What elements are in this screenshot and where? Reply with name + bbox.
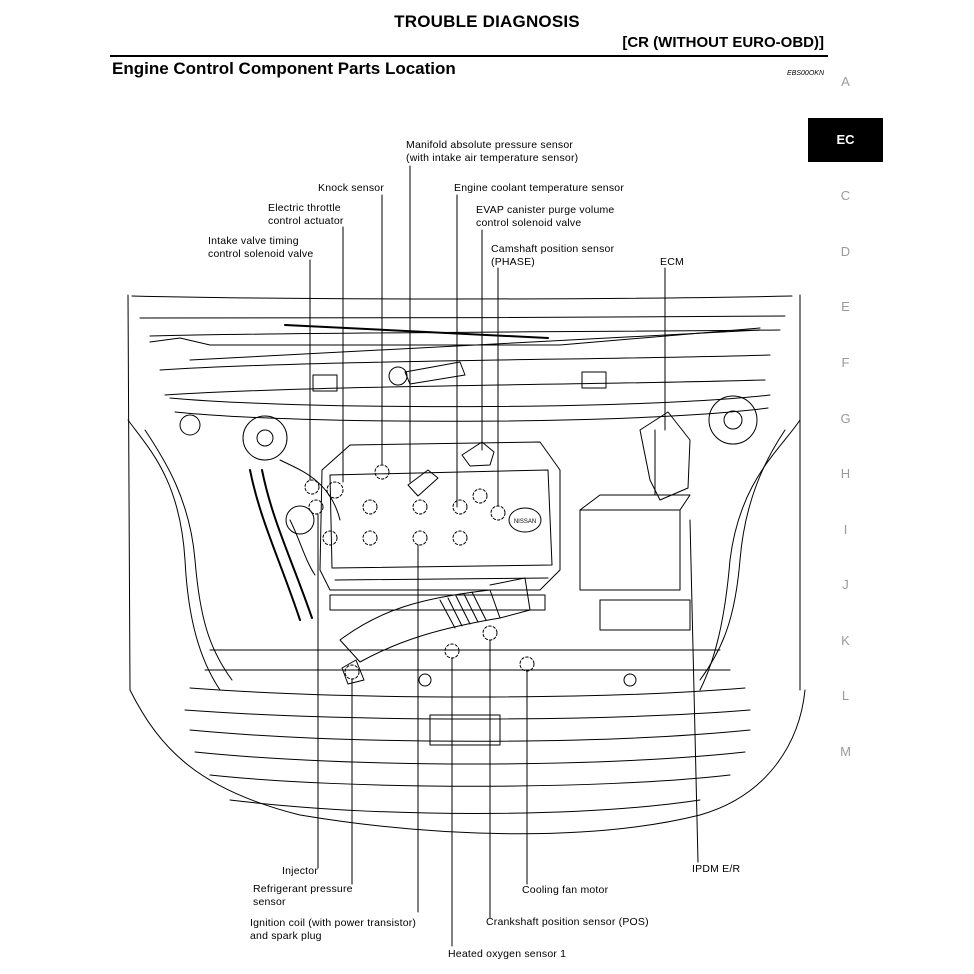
label-refrigerant-pressure-sensor: Refrigerant pressure sensor — [253, 883, 353, 909]
label-line: control solenoid valve — [208, 248, 314, 260]
label-line: Injector — [282, 865, 319, 877]
tab-j[interactable]: J — [842, 577, 849, 592]
label-knock-sensor: Knock sensor — [318, 182, 384, 195]
label-engine-coolant-temp-sensor: Engine coolant temperature sensor — [454, 182, 624, 195]
label-line: Intake valve timing — [208, 235, 299, 247]
tab-a[interactable]: A — [841, 74, 850, 89]
nissan-badge-text: NISSAN — [514, 519, 536, 525]
tab-i[interactable]: I — [843, 522, 848, 537]
label-line: Engine coolant temperature sensor — [454, 182, 625, 194]
label-line: Cooling fan motor — [522, 884, 609, 896]
label-heated-o2-sensor: Heated oxygen sensor 1 — [448, 948, 566, 961]
label-ipdm: IPDM E/R — [692, 863, 740, 876]
section-title: Engine Control Component Parts Location — [112, 59, 456, 78]
wheel-arches — [127, 294, 801, 691]
intake-duct — [339, 577, 531, 663]
page-header-subtitle: [CR (WITHOUT EURO-OBD)] — [622, 34, 824, 51]
label-line: Ignition coil (with power transistor) — [250, 917, 417, 929]
sensors — [341, 441, 495, 685]
label-ignition-coil: Ignition coil (with power transistor) an… — [250, 917, 416, 943]
label-cooling-fan-motor: Cooling fan motor — [522, 884, 608, 897]
tab-k[interactable]: K — [841, 633, 850, 648]
tab-d[interactable]: D — [840, 244, 851, 259]
label-line: and spark plug — [250, 930, 322, 942]
label-intake-valve-timing: Intake valve timing control solenoid val… — [208, 235, 313, 261]
label-line: ECM — [660, 256, 684, 268]
hoses — [249, 459, 341, 621]
label-line: Electric throttle — [268, 202, 341, 214]
label-line: (PHASE) — [491, 256, 535, 268]
label-injector: Injector — [282, 865, 318, 878]
label-map-sensor: Manifold absolute pressure sensor (with … — [406, 139, 578, 165]
label-line: Heated oxygen sensor 1 — [448, 948, 567, 960]
label-line: Knock sensor — [318, 182, 385, 194]
component-markers — [304, 464, 535, 680]
tab-ec[interactable]: EC — [808, 118, 883, 162]
tab-m[interactable]: M — [840, 744, 851, 759]
hood-outline — [131, 295, 793, 396]
header-divider — [110, 55, 828, 57]
label-line: control actuator — [268, 215, 344, 227]
label-line: Manifold absolute pressure sensor — [406, 139, 574, 151]
battery-area — [579, 411, 691, 631]
label-line: EVAP canister purge volume — [476, 204, 615, 216]
tab-e[interactable]: E — [841, 299, 850, 314]
document-code: EBS00OKN — [787, 70, 824, 77]
cowl-panel — [169, 361, 771, 422]
tab-c[interactable]: C — [840, 188, 851, 203]
tab-l[interactable]: L — [841, 688, 850, 703]
label-evap-purge-valve: EVAP canister purge volume control solen… — [476, 204, 614, 230]
strut-towers — [179, 395, 758, 461]
label-crankshaft-sensor: Crankshaft position sensor (POS) — [486, 916, 649, 929]
tab-g[interactable]: G — [840, 411, 851, 426]
label-line: Crankshaft position sensor (POS) — [486, 916, 649, 928]
leader-lines — [309, 165, 699, 947]
label-line: Refrigerant pressure — [253, 883, 353, 895]
label-camshaft-sensor: Camshaft position sensor (PHASE) — [491, 243, 614, 269]
label-line: Camshaft position sensor — [491, 243, 615, 255]
front-end — [129, 649, 806, 835]
label-line: sensor — [253, 896, 286, 908]
label-line: control solenoid valve — [476, 217, 582, 229]
label-line: (with intake air temperature sensor) — [406, 152, 579, 164]
label-electric-throttle: Electric throttle control actuator — [268, 202, 344, 228]
label-line: IPDM E/R — [692, 863, 741, 875]
page-header-title: TROUBLE DIAGNOSIS — [394, 12, 580, 31]
label-ecm: ECM — [660, 256, 684, 269]
engine-cover — [319, 441, 561, 611]
tab-h[interactable]: H — [840, 466, 851, 481]
tab-f[interactable]: F — [841, 355, 850, 370]
